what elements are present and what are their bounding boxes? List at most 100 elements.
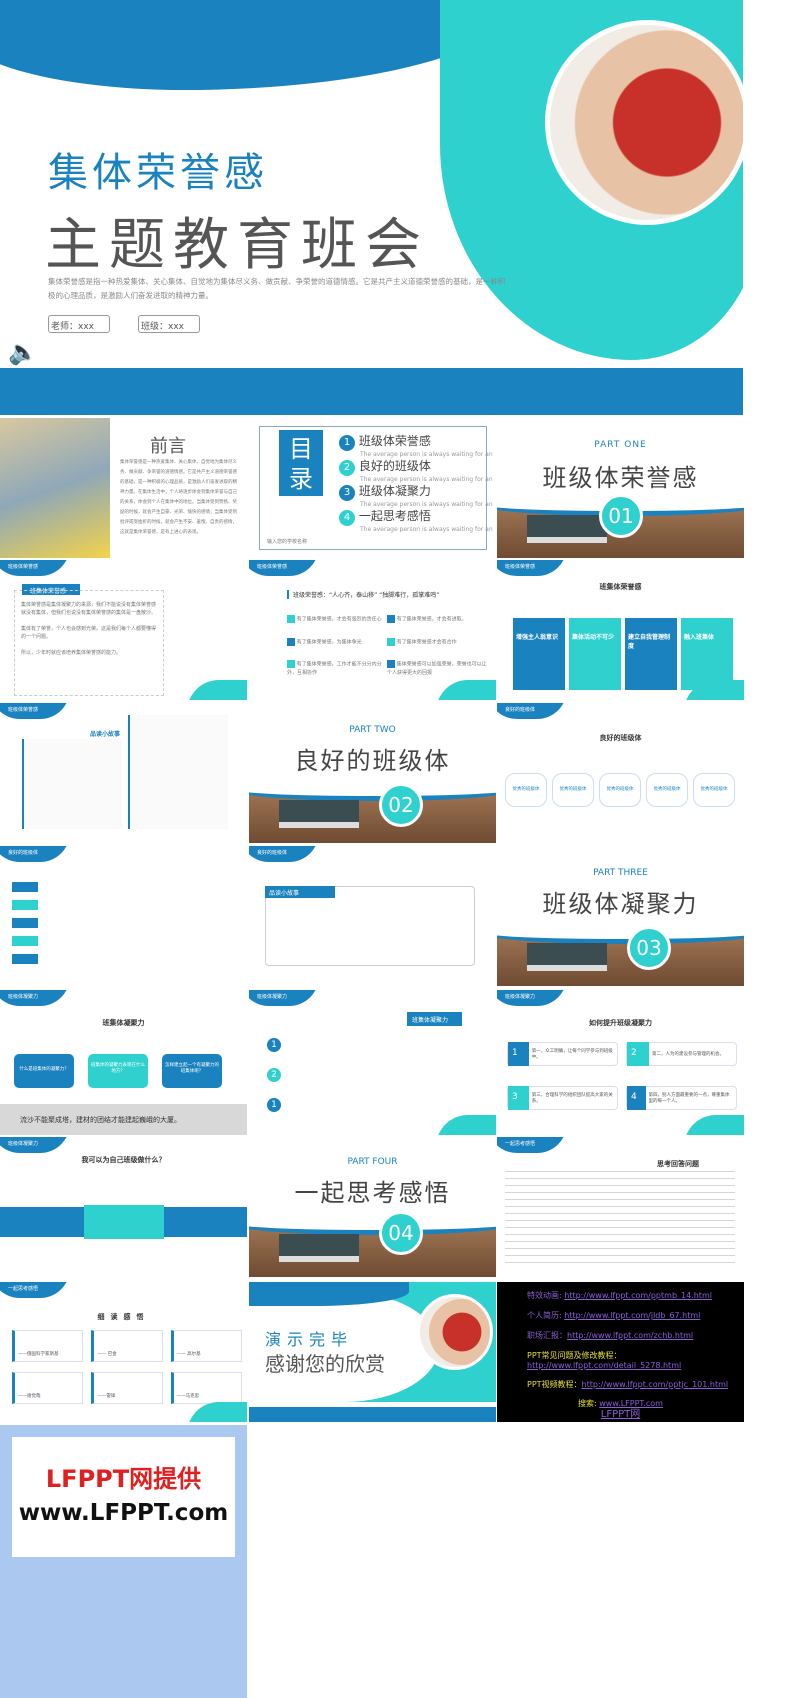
preface-body: 集体荣誉感是一种热爱集体、关心集体、自觉地为集体尽义务、做贡献、争荣誉的道德情感… (120, 460, 237, 535)
link[interactable]: http://www.lfppt.com/pptjc_101.html (581, 1380, 729, 1389)
part-label: PART TWO (349, 725, 396, 735)
ending-line-1: 演示完毕 (265, 1330, 354, 1349)
section-heading: 思考回答问题 (657, 1160, 699, 1168)
box-row: 什么是班集体的凝聚力？ 班集体的凝聚力表现在什么地方？ 怎样建立起一个有凝聚力的… (14, 1054, 222, 1088)
quote-card: ——雷锋 (91, 1372, 163, 1404)
link[interactable]: http://www.lfppt.com/detail_5278.html (527, 1361, 682, 1370)
section-tag: 一起思考感悟 (0, 1282, 70, 1298)
story-column (22, 739, 122, 829)
good-class-slide-2: 良好的班级体 (0, 846, 247, 986)
preface-title: 前言 (150, 436, 186, 457)
quote-banner: 流沙不能聚成塔，建材的团结才能建起巍峨的大厦。 (0, 1104, 247, 1135)
bullet-text: 集体荣誉感是集体凝聚力的来源，我们不能说没有集体荣誉感就没有集体，但我们也说没有… (21, 602, 157, 616)
part-number: 02 (379, 783, 423, 827)
quote-card: ——俄国科学家斯基 (12, 1330, 84, 1362)
section-tag: 班级体荣誉感 (0, 560, 70, 576)
link-label: 职场汇报 (527, 1331, 559, 1340)
card: 融入班集体 (681, 618, 733, 690)
part-number: 03 (627, 926, 671, 970)
decor-wave (436, 1115, 496, 1135)
toc-item-label: 良好的班级体 (358, 459, 431, 473)
list-item: 集体荣誉感可以加强荣誉，荣誉也可以让个人获得更大的回报 (387, 660, 487, 676)
section-heading: 良好的班级体 (599, 734, 642, 742)
questions-slide: 一起思考感悟 思考回答问题 (497, 1137, 744, 1277)
story-column (128, 715, 228, 829)
what-can-i-do-slide: 班级体凝聚力 我可以为自己班级做什么？ (0, 1137, 247, 1277)
brand-line-2: www.LFPPT.com (18, 1500, 229, 1526)
list-item: 有了集体荣誉感，为集体争光 (287, 637, 387, 647)
honor-slide-b: 班级体荣誉感 班级荣誉感：“人心齐，泰山移” “独脚难行，孤掌难鸣” 有了集体荣… (249, 560, 496, 700)
part-title: 班级体荣誉感 (542, 464, 699, 492)
toc-frame (259, 426, 487, 550)
list-item: 有了集体荣誉感才会有合作 (387, 637, 487, 647)
section-heading: 班集体凝聚力 (102, 1019, 145, 1027)
toc-item-label: 一起思考感悟 (358, 509, 431, 523)
cover-photo (545, 20, 743, 225)
search-label: 搜索 (578, 1399, 595, 1408)
quote-card: —— 高尔基 (170, 1330, 242, 1362)
item-row: 优秀的班级体 优秀的班级体 优秀的班级体 优秀的班级体 优秀的班级体 (505, 773, 735, 807)
teal-block (84, 1205, 164, 1239)
white-panel (249, 1292, 439, 1402)
bullet-text: 集体有了荣誉，个人也会感到光荣。这是我们每个人都要懂得的一个问题。 (21, 626, 157, 640)
site-name-link[interactable]: LFPPT网 (600, 1409, 641, 1420)
part-two-slide: PART TWO 良好的班级体 02 (249, 703, 496, 843)
links-slide: 特效动画: http://www.lfppt.com/pptmb_14.html… (497, 1282, 744, 1422)
section-heading: 班集体荣誉感 (599, 583, 642, 591)
story-slide: 班级体荣誉感 品读小故事 (0, 703, 247, 843)
ending-line-2: 感谢您的欣赏 (265, 1352, 385, 1376)
list-item: 优秀的班级体 (552, 773, 594, 807)
teacher-field: 老师：xxx (48, 315, 110, 333)
decor-wave (684, 680, 744, 700)
section-tag: 良好的班级体 (497, 703, 567, 719)
card: 建立自我管理制度 (625, 618, 677, 690)
content-box: 集体荣誉感是集体凝聚力的来源，我们不能说没有集体荣誉感就没有集体，但我们也说没有… (14, 590, 164, 696)
link-label: 个人简历 (527, 1311, 559, 1320)
quote-card: ——马克思 (170, 1372, 242, 1404)
part-label: PART FOUR (347, 1157, 398, 1167)
link[interactable]: http://www.lfppt.com/jldb_67.html (564, 1311, 701, 1320)
brand-box: LFPPT网提供 www.LFPPT.com (12, 1437, 235, 1557)
link[interactable]: http://www.lfppt.com/pptmb_14.html (564, 1291, 712, 1300)
bottom-band (0, 368, 743, 415)
toc-label: 目录 (279, 430, 323, 496)
preface-slide: 前言 集体荣誉感是一种热爱集体、关心集体、自觉地为集体尽义务、做贡献、争荣誉的道… (0, 418, 247, 558)
link[interactable]: http://www.lfppt.com/zchb.html (567, 1331, 694, 1340)
search-link[interactable]: www.LFPPT.com (599, 1399, 663, 1408)
cohesion-slide-a: 班级体凝聚力 班集体凝聚力 什么是班集体的凝聚力？ 班集体的凝聚力表现在什么地方… (0, 990, 247, 1135)
story-slide-2: 良好的班级体 品读小故事 (249, 846, 496, 986)
section-heading: 班级荣誉感：“人心齐，泰山移” “独脚难行，孤掌难鸣” (287, 590, 439, 599)
ending-photo (417, 1294, 493, 1370)
card-row: 增强主人翁意识 集体活动不可少 建立自我管理制度 融入班集体 (513, 618, 733, 690)
section-tag: 良好的班级体 (249, 846, 319, 862)
school-name: 输入您的学校名称 (267, 539, 308, 545)
reflection-slide: 一起思考感悟 细读感悟 ——俄国科学家斯基 —— 巴金 —— 高尔基 ——谢觉哉… (0, 1282, 247, 1422)
section-heading: 品读小故事 (90, 731, 121, 738)
toc-item-subtitle: The average person is always waiting for… (360, 501, 493, 508)
part-one-slide: PART ONE 班级体荣誉感 01 (497, 418, 744, 558)
section-tag: 班级体凝聚力 (0, 990, 70, 1006)
decor-wave (684, 1115, 744, 1135)
card: 集体活动不可少 (569, 618, 621, 690)
part-title: 一起思考感悟 (294, 1179, 451, 1207)
part-number: 01 (599, 494, 643, 538)
speaker-icon[interactable]: 🔈 (8, 338, 38, 366)
step-number: 2 (267, 1068, 281, 1082)
part-label: PART ONE (594, 440, 647, 450)
step-number: 1 (267, 1038, 281, 1052)
question-text (505, 1171, 735, 1267)
link-label: PPT常见问题及修改教程 (527, 1351, 614, 1360)
section-tag: 良好的班级体 (0, 846, 70, 862)
section-heading: 细读感悟 (97, 1313, 150, 1321)
question-box: 什么是班集体的凝聚力？ (14, 1054, 74, 1088)
list-item: 有了集体荣誉感，才会有强烈的责任心 (287, 615, 387, 624)
toc-item-label: 班级体凝聚力 (358, 484, 431, 498)
part-title: 班级体凝聚力 (542, 890, 699, 918)
